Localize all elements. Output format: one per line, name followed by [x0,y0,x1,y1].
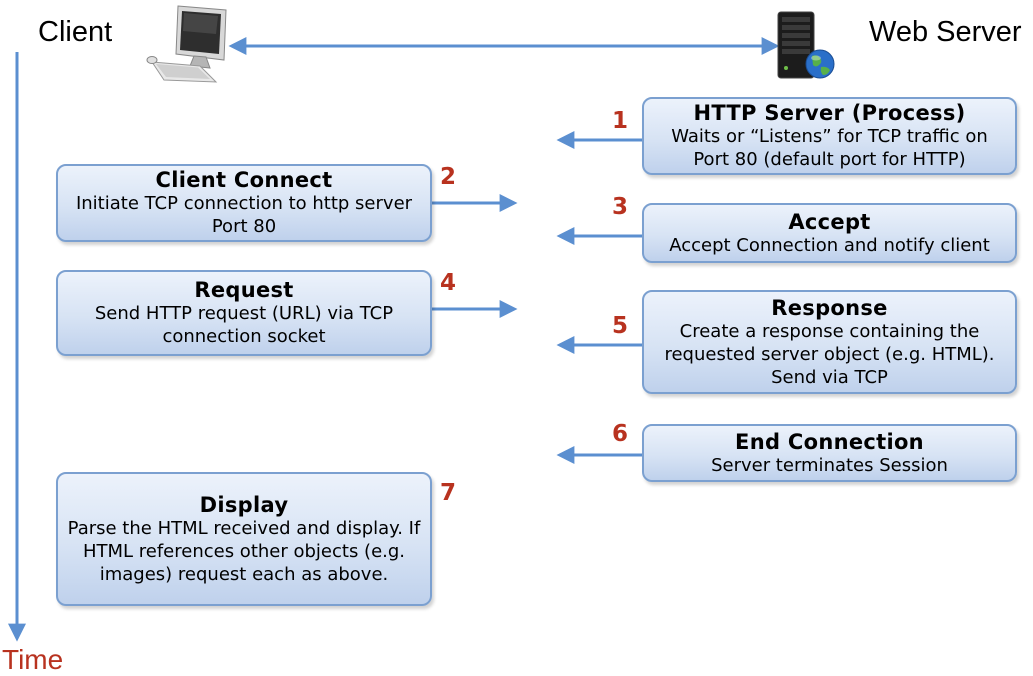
step-7-body: Parse the HTML received and display. If … [67,517,421,585]
step-4-number: 4 [440,270,457,296]
step-7-box: Display Parse the HTML received and disp… [56,472,432,606]
step-4-box: Request Send HTTP request (URL) via TCP … [56,270,432,356]
step-7-title: Display [199,492,289,517]
step-1-title: HTTP Server (Process) [693,101,966,125]
step-2-box: Client Connect Initiate TCP connection t… [56,164,432,242]
desktop-computer-icon [146,5,227,83]
step-6-box: End Connection Server terminates Session [642,424,1017,482]
step-1-number: 1 [612,108,629,134]
step-2-title: Client Connect [155,168,333,192]
step-1-body: Waits or “Listens” for TCP traffic on Po… [671,126,988,170]
step-5-number: 5 [612,313,629,339]
step-2-body: Initiate TCP connection to http server P… [75,193,413,237]
step-4-body: Send HTTP request (URL) via TCP connecti… [94,303,394,347]
step-5-title: Response [771,295,888,320]
step-3-body: Accept Connection and notify client [669,234,990,256]
step-3-number: 3 [612,194,629,220]
step-1-box: HTTP Server (Process) Waits or “Listens”… [642,97,1017,175]
step-3-title: Accept [788,209,871,234]
step-4-title: Request [194,278,294,302]
web-server-globe-icon [777,11,835,79]
step-6-title: End Connection [735,429,924,454]
web-server-label: Web Server [869,16,1022,48]
client-label: Client [38,16,113,48]
step-5-box: Response Create a response containing th… [642,290,1017,394]
step-2-number: 2 [440,164,457,190]
step-7-number: 7 [440,480,457,506]
time-label: Time [2,644,64,675]
step-3-box: Accept Accept Connection and notify clie… [642,203,1017,263]
step-5-body: Create a response containing the request… [664,320,995,388]
step-6-body: Server terminates Session [711,454,948,476]
step-6-number: 6 [612,421,629,447]
